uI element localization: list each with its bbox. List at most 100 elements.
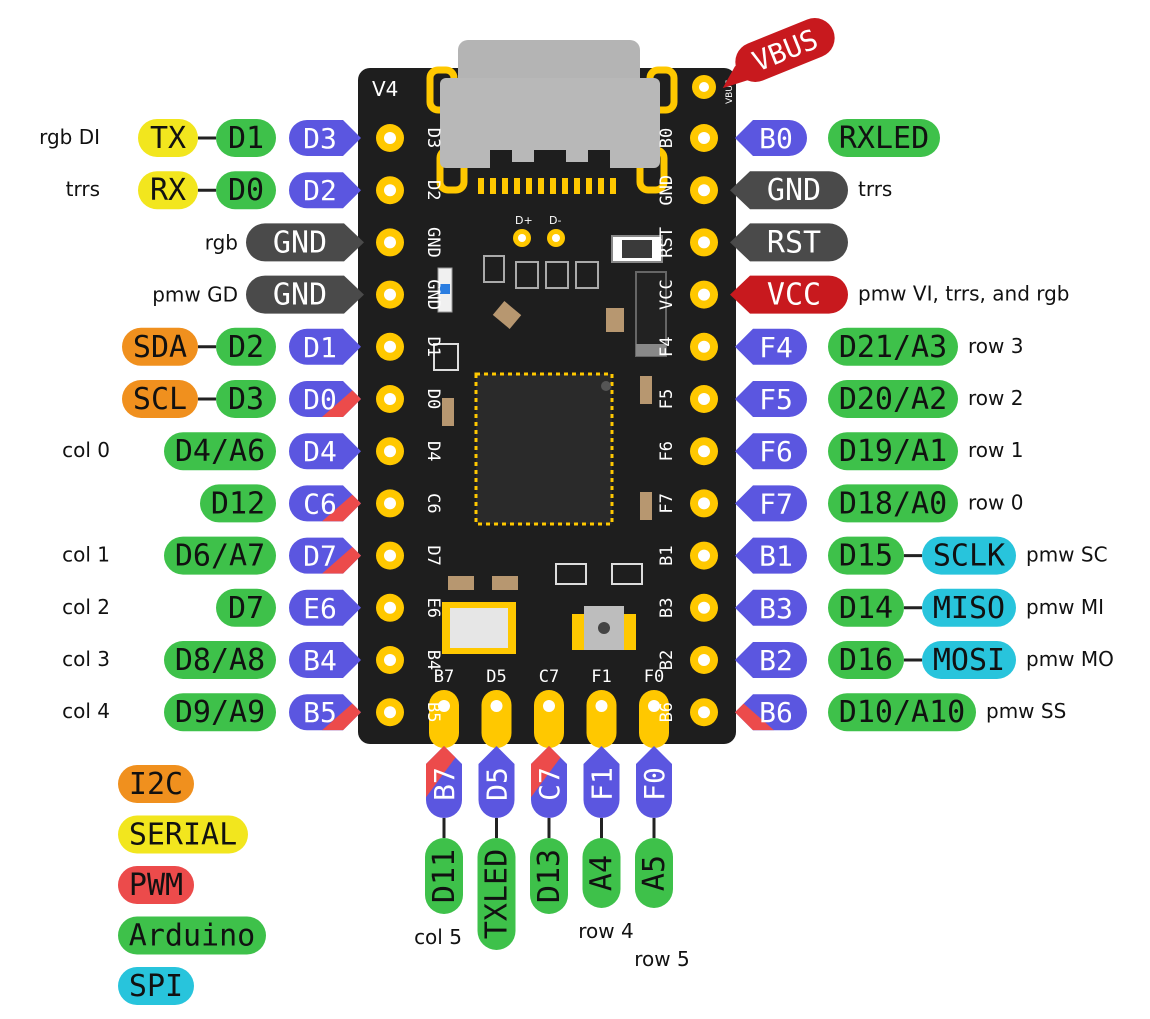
left-silk-10: B4: [423, 650, 443, 670]
right-tag-1: GND: [730, 171, 848, 210]
left-label-5-0: D3: [216, 380, 276, 418]
left-pad-6: [376, 437, 404, 466]
right-label-5-0: D20/A2: [828, 380, 958, 418]
right-pad-3: [690, 280, 718, 309]
left-silk-4: D1: [423, 337, 443, 357]
left-note-9: col 2: [62, 595, 110, 619]
bottom-pin-tag-3: F1: [583, 746, 620, 819]
bottom-silk-3: F1: [591, 667, 611, 687]
right-silk-4: F4: [657, 337, 677, 357]
right-pin-tag-6: F6: [735, 433, 807, 470]
bottom-pin-tag-3-text: F1: [586, 767, 619, 801]
bottom-silk-4: F0: [644, 667, 664, 687]
right-note-3: pmw VI, trrs, and rgb: [858, 282, 1070, 306]
left-pad-4: [376, 332, 404, 361]
usb-test-pads: D+ D-: [513, 214, 565, 247]
right-label-10-0: D16: [828, 641, 904, 679]
right-pin-tag-0: B0: [735, 120, 807, 156]
right-label-6-0: D19/A1: [828, 432, 958, 471]
right-note-1: trrs: [858, 177, 892, 201]
bottom-note-0: col 5: [414, 925, 462, 949]
right-silk-8: B1: [657, 545, 677, 565]
left-pin-tag-0: D3: [289, 120, 361, 156]
bottom-silk-2: C7: [539, 667, 559, 687]
right-pin-tag-7-text: F7: [759, 487, 793, 520]
right-label-9-0: D14: [828, 588, 904, 627]
left-label-4-1: SDA: [122, 327, 198, 366]
bottom-pad-1: [481, 690, 512, 748]
right-pad-10: [690, 646, 718, 674]
right-pad-1: [690, 176, 718, 205]
bottom-silk-0: B7: [434, 667, 454, 687]
right-note-6: row 1: [968, 438, 1023, 462]
left-label-4-0-text: D2: [228, 330, 264, 365]
right-label-5-0-text: D20/A2: [839, 382, 947, 417]
left-label-10-0-text: D8/A8: [175, 643, 265, 678]
left-pad-9: [376, 593, 404, 622]
left-label-5-1-text: SCL: [133, 382, 187, 417]
left-label-6-0-text: D4/A6: [175, 434, 265, 469]
left-note-2: rgb: [205, 230, 238, 254]
right-pad-4: [690, 332, 718, 361]
left-label-9-0: D7: [216, 588, 276, 627]
left-pin-tag-4-text: D1: [303, 331, 337, 364]
bottom-label-1: TXLED: [477, 838, 516, 950]
left-label-4-1-text: SDA: [133, 330, 187, 365]
legend-label-serial: SERIAL: [129, 818, 237, 853]
bottom-note-4: row 5: [634, 947, 689, 971]
bottom-label-4-text: A5: [637, 855, 672, 891]
right-label-10-1-text: MOSI: [933, 643, 1005, 678]
right-pad-7: [690, 489, 718, 518]
right-silk-0: B0: [657, 128, 677, 148]
bottom-label-2-text: D13: [532, 849, 567, 903]
left-note-1: trrs: [66, 177, 100, 201]
right-pad-8: [690, 541, 718, 570]
left-pin-tag-5-text: D0: [303, 383, 337, 416]
legend-label-pwm: PWM: [129, 868, 183, 903]
left-silk-2: GND: [423, 227, 443, 258]
right-pin-tag-0-text: B0: [759, 122, 793, 155]
left-pad-8: [376, 541, 404, 570]
left-pin-tag-10-text: B4: [303, 644, 337, 677]
legend-label-arduino: Arduino: [129, 919, 255, 954]
dplus-label: D+: [515, 214, 533, 227]
bottom-pin-tag-2-text: C7: [533, 767, 566, 801]
left-pin-tag-8: D7: [289, 537, 361, 574]
bottom-pin-tag-1-text: D5: [481, 767, 514, 801]
left-silk-0: D3: [423, 128, 443, 148]
right-label-8-0: D15: [828, 536, 904, 575]
left-note-8: col 1: [62, 543, 110, 567]
right-silk-10: B2: [657, 650, 677, 670]
right-silk-1: GND: [657, 175, 677, 206]
left-label-1-0-text: D0: [228, 173, 264, 208]
left-pad-10: [376, 646, 404, 674]
left-pin-tag-6: D4: [289, 433, 361, 470]
left-label-5-1: SCL: [122, 380, 198, 418]
right-label-4-0: D21/A3: [828, 327, 958, 366]
right-silk-7: F7: [657, 493, 677, 513]
left-label-7-0-text: D12: [211, 486, 265, 521]
left-label-6-0: D4/A6: [164, 432, 276, 471]
vbus-tiny-label: VBUS: [725, 79, 735, 104]
right-pad-0: [690, 124, 718, 152]
left-note-6: col 0: [62, 438, 110, 462]
bottom-pin-tag-4-text: F0: [638, 767, 671, 801]
right-note-10: pmw MO: [1026, 647, 1114, 671]
right-note-7: row 0: [968, 490, 1023, 514]
right-tag-3-text: VCC: [767, 278, 821, 313]
right-pin-tag-11-text: B6: [759, 696, 793, 729]
left-label-8-0-text: D6/A7: [175, 539, 265, 574]
usb-c-connector: [426, 40, 678, 194]
right-label-11-0: D10/A10: [828, 693, 976, 732]
right-silk-9: B3: [657, 598, 677, 618]
bottom-label-0: D11: [425, 838, 463, 914]
left-silk-3: GND: [423, 279, 443, 310]
right-pin-tag-4: F4: [735, 328, 807, 365]
left-label-11-0-text: D9/A9: [175, 695, 265, 730]
left-pin-tag-7: C6: [288, 485, 361, 522]
bottom-label-2: D13: [530, 838, 568, 914]
legend-item-pwm: PWM: [118, 866, 194, 904]
right-pin-tag-10: B2: [735, 642, 807, 678]
right-silk-3: VCC: [657, 279, 677, 310]
bottom-pin-tag-1: D5: [478, 746, 515, 819]
